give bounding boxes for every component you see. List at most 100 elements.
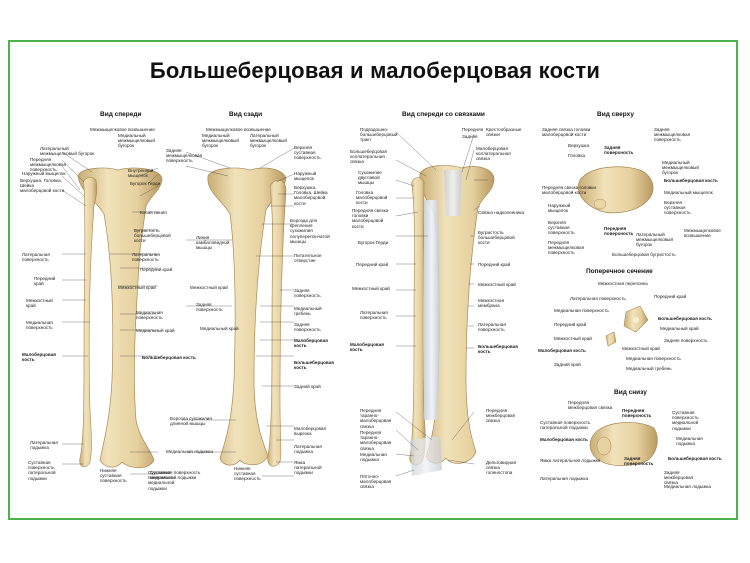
back-label-posterior-surface: Задняя поверхность — [196, 302, 223, 313]
lig-label-lateral-surface-2: Латеральная поверхность — [478, 322, 506, 333]
lig-label-patellar-ligament: Связка надколенника — [478, 210, 525, 215]
label-lateral-surface: Латеральная поверхность — [22, 252, 50, 263]
lig-label-anterior-tibiofibular-2: Передняя межберцовая связка — [486, 408, 516, 424]
label-medial-edge: Медиальный край — [136, 328, 175, 333]
cross-label-medial-surface: Медиальная поверхность — [554, 308, 609, 313]
lig-label-anterior-edge-2: Передний край — [478, 262, 511, 267]
cross-label-lateral-surface: Латеральная поверхность — [570, 296, 626, 301]
label-anterior-intercondylar-area: Передняя межмыщелковая поверхность — [30, 157, 67, 173]
label-interosseous-border: Межкостный край — [26, 298, 53, 309]
lig-label-fibula: Малоберцовая кость — [350, 342, 384, 353]
back-label-fibula-apex: Верхушка, Головка, Шейка малоберцовой ко… — [294, 185, 328, 206]
back-label-semimembranosus-groove: Борозда для крепления сухожилия полупере… — [290, 218, 330, 244]
cross-label-medial-crest: Медиальный гребень — [626, 366, 672, 371]
label-intercondylar-eminence: Межмыщелковое возвышение — [90, 127, 155, 132]
back-label-soleal-line: Линия камбаловидной мышцы — [196, 235, 230, 251]
top-label-upper-articular-2: Верхняя суставная поверхность — [548, 220, 575, 236]
label-lateral-articular-surface: Суставная поверхность латеральной лодыжк… — [28, 460, 56, 481]
back-label-lateral-malleolus: Латеральная лодыжка — [294, 444, 322, 455]
lig-label-cruciate: Крестообразные связки — [486, 127, 522, 138]
lig-label-tibia: Большеберцовая кость — [478, 344, 518, 355]
top-label-lateral-condyle: Наружный мыщелок — [548, 203, 571, 214]
top-label-anterior-head-ligament: Передняя связка головки малоберцовой кос… — [542, 185, 596, 196]
back-label-medial-malleolus: Медиальная лодыжка — [166, 449, 213, 454]
back-label-medial-crest: Медиальный гребень — [294, 306, 322, 317]
label-lateral-intercondylar-tubercle: Латеральный межмыщелковый бугорок — [40, 146, 95, 157]
label-anterior-edge: Передний край — [140, 267, 173, 272]
back-label-flexor-groove: Борозда сухожилия длинной мышцы — [170, 416, 212, 427]
back-label-lateral-condyle: Наружный мыщелок — [294, 171, 317, 182]
lig-label-lateral-surface: Латеральная поверхность — [360, 310, 388, 321]
back-label-fibular-notch: Малоберцовая вырезка — [294, 426, 326, 437]
back-label-malleolar-fossa: Ямка латеральной лодыжки — [294, 460, 322, 476]
bottom-label-medial-malleolus-2: Медиальная лодыжка — [664, 484, 711, 489]
back-label-interosseous: Межкостный край — [190, 285, 228, 290]
bottom-label-medial-malleolus: Медиальная лодыжка — [676, 436, 703, 447]
cross-label-posterior-edge: Задний край — [554, 362, 581, 367]
lig-label-iliotibial-tract: Подвздошно-большеберцовый тракт — [360, 127, 398, 143]
lig-label-anterior-head-ligament: Передняя связка головки малоберцовой кос… — [352, 208, 389, 229]
back-view-bones — [207, 167, 287, 467]
label-lateral-malleolus: Латеральная лодыжка — [30, 440, 58, 451]
back-label-nutrient-foramen: Питательное отверстие — [294, 253, 322, 264]
label-anterior-border: Передний край — [34, 276, 56, 287]
lig-label-posterior: Задняя — [462, 134, 478, 139]
label-lateral-condyle: Наружный мыщелок — [22, 171, 66, 176]
back-label-intercondylar: Межмыщелковое возвышение — [206, 127, 271, 132]
ligament-view-bones — [409, 165, 495, 476]
label-interosseous-border-2: Межкостный край — [118, 285, 156, 290]
bottom-view-bone — [589, 422, 658, 467]
bottom-label-anterior-surface: Передняя поверхность — [622, 408, 652, 419]
lig-label-interosseous-membrane: Межкостная мембрана — [478, 298, 505, 309]
top-label-anterior-intercondylar: Передняя межмыщелковая поверхность — [548, 240, 585, 256]
lig-label-interosseous-2: Межкостный край — [478, 282, 516, 287]
front-view-bones — [77, 167, 163, 469]
poster-title: Большеберцовая и малоберцовая кости — [149, 58, 601, 83]
bottom-label-posterior-ligament: Задняя межберцовая связка — [664, 470, 694, 486]
bottom-label-posterior-surface: Задняя поверхность — [624, 456, 654, 467]
lig-label-anterior-tibiofibular: Передняя таранно-малоберцовая связка — [360, 408, 392, 429]
bottom-label-tibia: Большеберцовая кость — [668, 456, 722, 461]
label-fibula: Малоберцовая кость — [22, 352, 56, 363]
top-label-posterior-surface: Задняя поверхность — [604, 145, 634, 156]
back-label-posterior-surface-2: Задняя поверхность — [294, 288, 321, 299]
label-medial-surface: Медиальная поверхность — [26, 320, 53, 331]
top-view-bone — [577, 166, 654, 214]
cross-label-medial-edge: Медиальный край — [660, 326, 699, 331]
lig-label-anterior: Передняя — [462, 127, 484, 132]
top-label-tuberosity: Большеберцовая бугристость — [612, 252, 676, 257]
lig-label-gerdy: Бугорок Герди — [358, 240, 389, 245]
leader-lines — [61, 131, 488, 477]
bottom-label-fibula: Малоберцовая кость — [540, 437, 588, 442]
label-tibia: Большеберцовая кость — [142, 355, 196, 360]
top-label-anterior-surface: Передняя поверхность — [604, 226, 634, 237]
lig-label-calcaneofibular: Пяточно-малоберцовая связка — [360, 474, 392, 490]
top-label-apex: Верхушка — [568, 143, 590, 148]
top-label-lateral-inter-tubercle: Латеральный межмыщелковый бугорок — [636, 232, 673, 248]
lig-label-fibula-head: Головка малоберцовой кости — [356, 190, 388, 206]
back-label-upper-articular: Верхняя суставная поверхность — [294, 145, 321, 161]
lig-label-anterior-edge: Передний край — [356, 262, 389, 267]
back-label-fibula: Малоберцовая кость — [294, 338, 328, 349]
cross-label-anterior-edge-2: Передний край — [554, 322, 587, 327]
lig-label-tibial-collateral: Большеберцовая коллатеральная связка — [350, 149, 387, 165]
bottom-label-malleolar-fossa: Ямка латеральной лодыжки — [540, 458, 601, 463]
top-label-medial-condyle: Медиальный мыщелок — [664, 190, 713, 195]
label-inferior-articular-surface: Нижняя суставная поверхность — [100, 468, 127, 484]
label-lateral-surface-2: Латеральная поверхность — [132, 252, 160, 263]
lig-label-medial-malleolus: Медиальная лодыжка — [360, 452, 387, 463]
back-label-medial-articular: Суставная поверхность медиальной лодыжки — [150, 470, 201, 481]
back-label-posterior-edge: Задний край — [294, 384, 321, 389]
top-label-medial-tubercle: Медиальный межмыщелковый бугорок — [662, 160, 699, 176]
label-gerdy-tubercle: Бугорок Герди — [130, 181, 161, 186]
cross-section-heading: Поперечное сечение — [586, 268, 653, 275]
back-label-posterior-surface-3: Задняя поверхность — [294, 322, 321, 333]
ligament-view-heading: Вид спереди со связками — [402, 111, 485, 118]
cross-label-interosseous-border: Межкостный край — [554, 336, 592, 341]
lig-label-interosseous: Межкостный край — [352, 286, 390, 291]
cross-label-anterior-edge: Передний край — [654, 294, 687, 299]
cross-label-medial-surface-2: Медиальная поверхность — [626, 356, 681, 361]
bottom-label-lateral-malleolus: Латеральная лодыжка — [540, 476, 589, 481]
label-medial-condyle: Внутренний мыщелок — [128, 168, 154, 179]
